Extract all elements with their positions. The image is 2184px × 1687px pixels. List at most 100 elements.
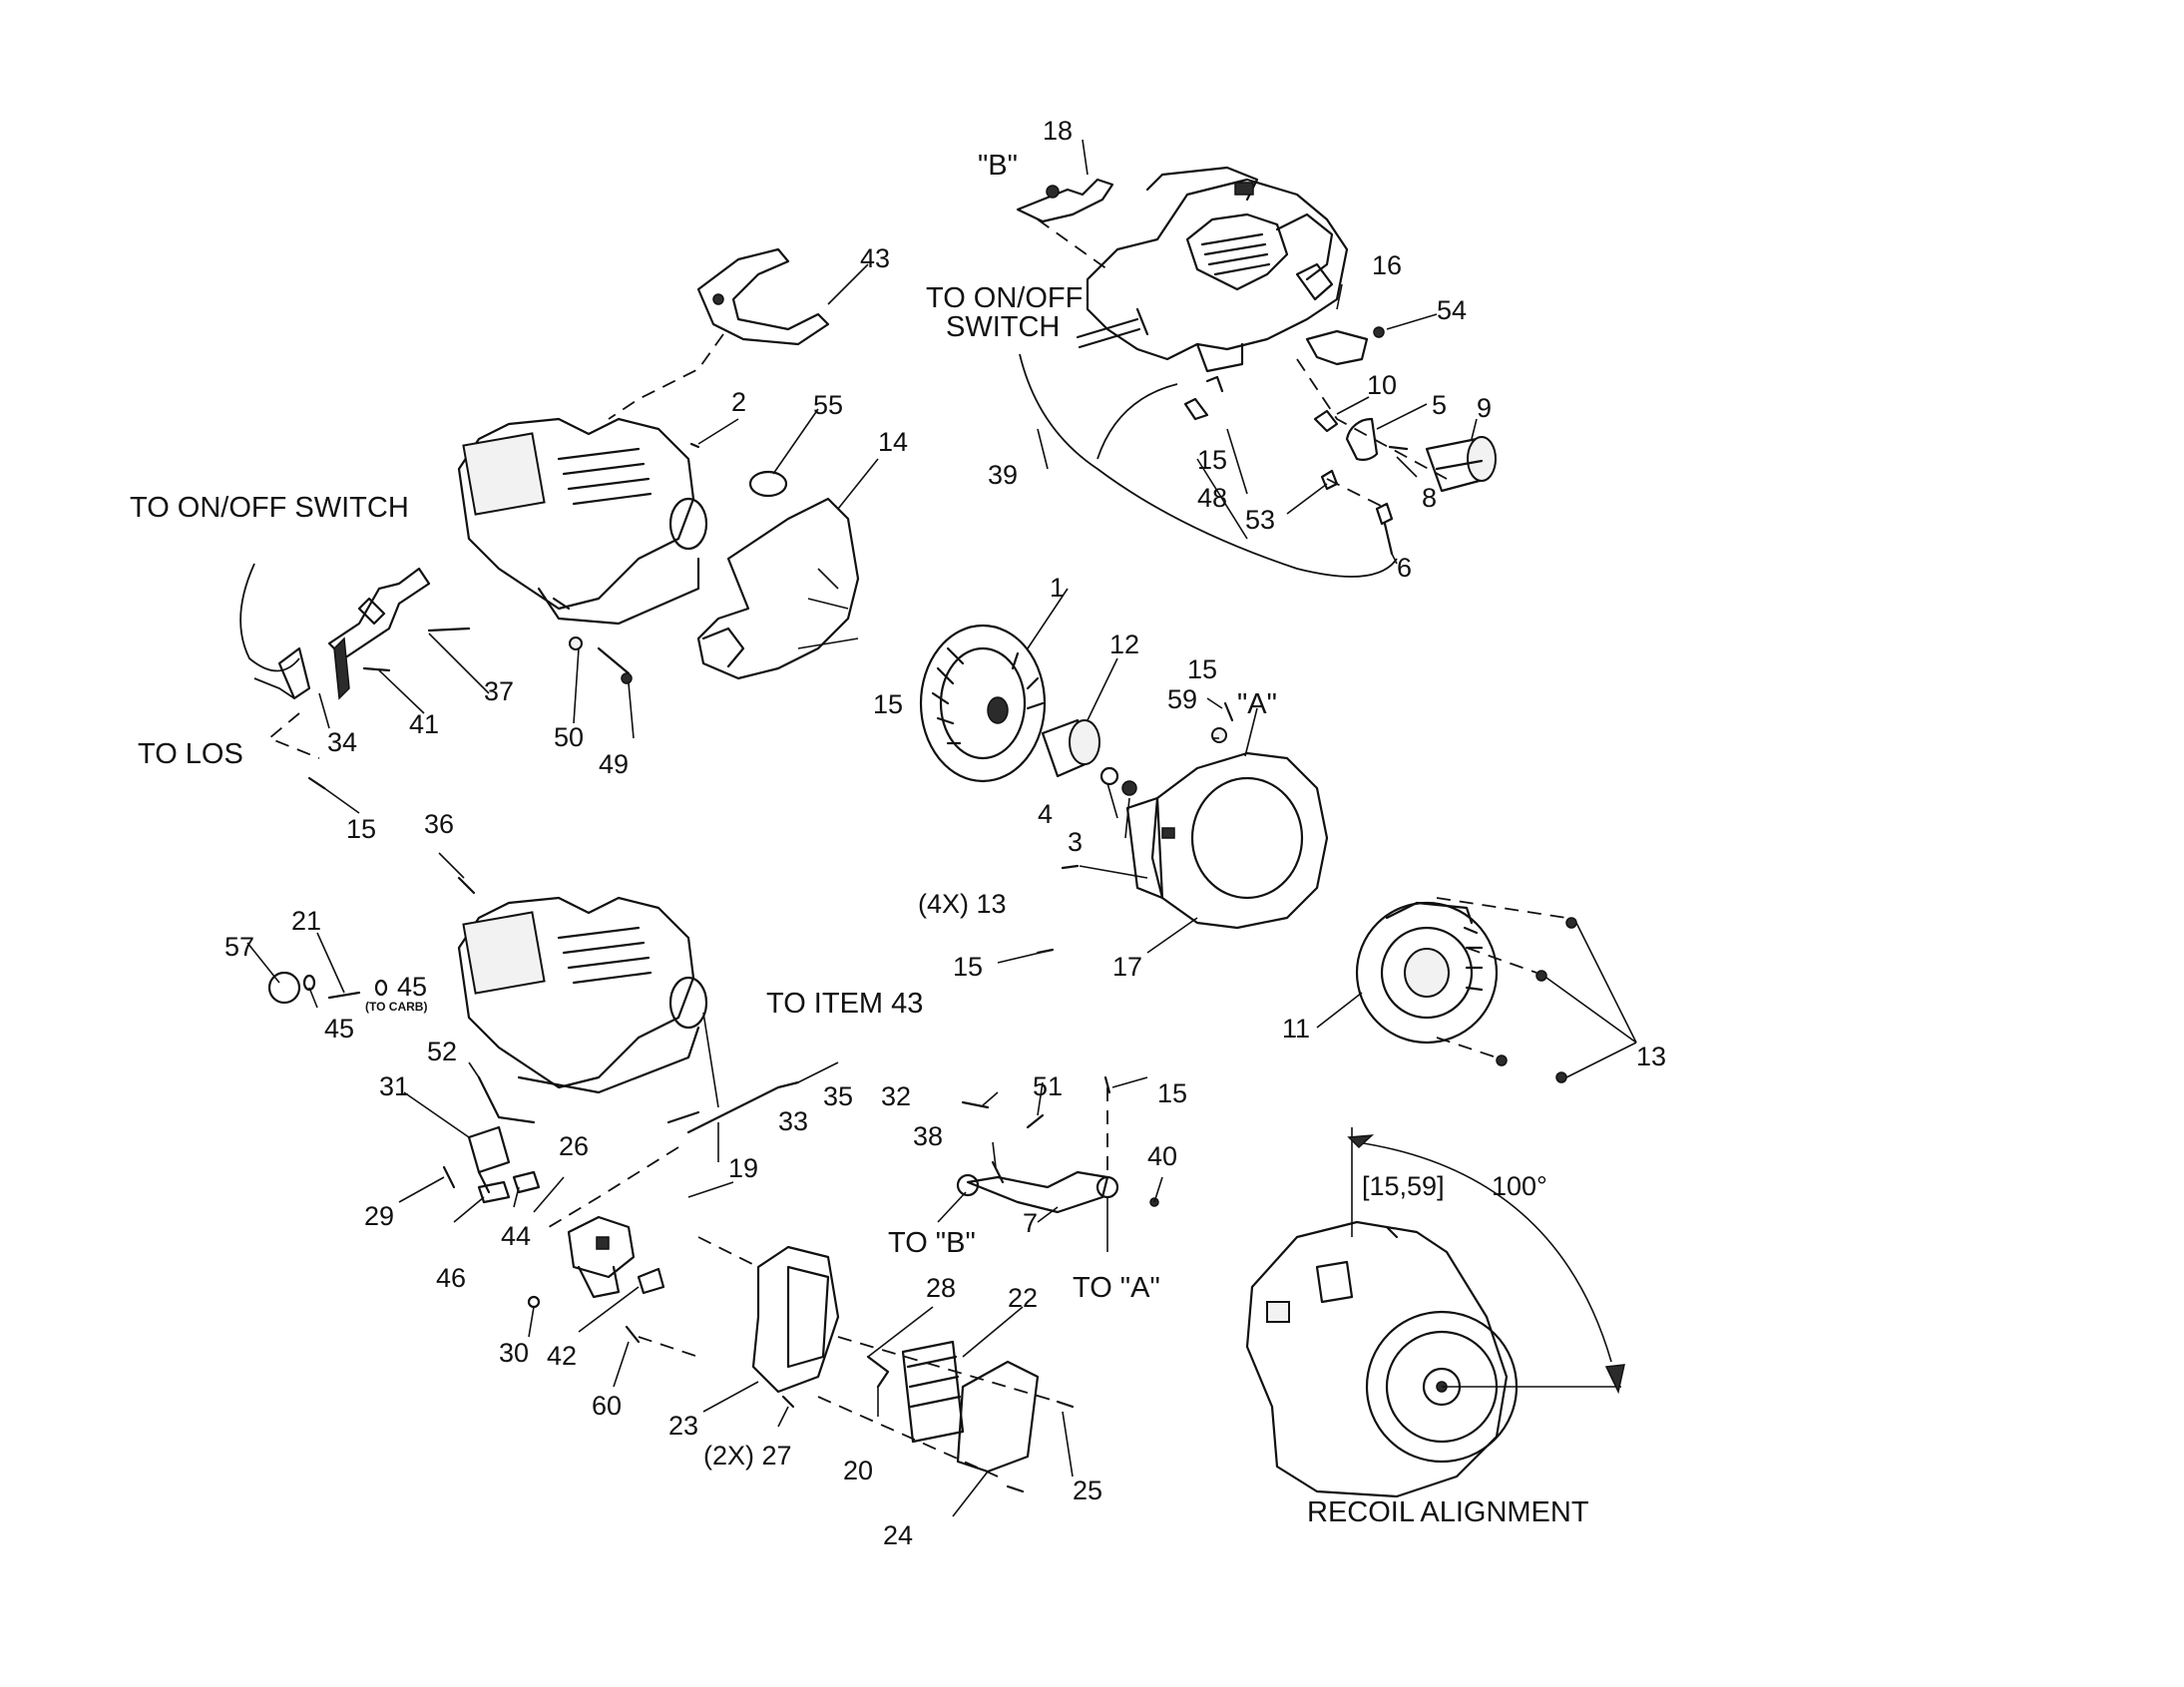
callout-6: 6 [1397,553,1412,583]
part-3-nut [1121,780,1137,796]
wire-onoff-left [239,563,300,672]
callout-14: 14 [878,427,908,457]
callout-4: 4 [1038,799,1053,829]
part-20-clip [866,1355,890,1389]
part-15-screw-left [307,776,326,790]
callout-17: 17 [1112,952,1142,982]
label-to-onoff-switch-left: TO ON/OFF SWITCH [130,492,409,524]
part-54-nut [1373,326,1385,338]
callout-54: 54 [1437,295,1467,325]
label-recoil-alignment: RECOIL ALIGNMENT [1307,1496,1589,1528]
callout-15-shroud: 15 [873,689,903,719]
part-26-gasket [512,1170,541,1194]
callout-15-housing-low: 15 [953,952,983,982]
part-2-pin [689,442,700,449]
part-25-screw [1056,1400,1075,1409]
part-41-screw [362,666,391,672]
part-42-gasket [637,1267,665,1295]
alignment-screw [1385,1225,1399,1239]
callout-36: 36 [424,809,454,839]
callout-39: 39 [988,460,1018,490]
callout-43: 43 [860,243,890,273]
part-21-tube [327,991,361,1000]
part-25-screw-b [1006,1484,1025,1493]
callout-5: 5 [1432,390,1447,420]
part-13-screw [1061,864,1080,870]
callout-9: 9 [1477,393,1492,423]
engine-middle-lower [457,896,708,1094]
part-55-gasket [748,470,788,498]
callout-41: 41 [409,709,439,739]
wire-39 [1019,353,1398,578]
part-7-governor-arm [956,1170,1119,1214]
callout-16: 16 [1372,250,1402,280]
part-57-45-knob [267,971,388,1005]
part-15-screw-top [1183,375,1224,421]
part-9-oil-filter [1425,436,1497,493]
callout-60: 60 [592,1391,622,1421]
part-46-gasket [477,1180,511,1204]
callout-49: 49 [599,749,629,779]
callout-33: 33 [778,1106,808,1136]
part-16-shield [1305,329,1369,366]
callout-12: 12 [1109,630,1139,659]
part-33-spring [666,1110,700,1124]
callout-50: 50 [554,722,584,752]
label-to-a: TO "A" [1073,1272,1160,1304]
part-59-washer [1211,727,1227,743]
callout-45-carb: 45 [397,972,427,1002]
wire-48 [1096,383,1178,460]
callout-45: 45 [324,1014,354,1044]
callout-26: 26 [559,1131,589,1161]
engine-top-right [1076,166,1349,373]
part-24-air-cleaner-cover [956,1360,1040,1474]
callout-15-housing: 15 [1187,654,1217,684]
callout-3: 3 [1068,827,1083,857]
part-37-screw [427,627,471,633]
callout-55: 55 [813,390,843,420]
callout-38: 38 [913,1121,943,1151]
callout-40: 40 [1147,1141,1177,1171]
marker-a: "A" [1237,688,1277,720]
part-12-cup [1041,718,1100,778]
callout-21: 21 [291,906,321,936]
callout-23: 23 [668,1411,698,1441]
label-to-item-43: TO ITEM 43 [766,988,923,1020]
recoil-alignment-detail [1245,1220,1519,1498]
callout-42: 42 [547,1341,577,1371]
part-22-air-filter [901,1340,965,1444]
callout-57: 57 [224,932,254,962]
callout-22: 22 [1008,1283,1038,1313]
callout-35: 35 [823,1081,853,1111]
part-38-screw [991,1160,1005,1184]
callout-52: 52 [427,1037,457,1066]
part-23-air-cleaner-base [751,1245,840,1394]
label-to-onoff-top-2: SWITCH [946,311,1060,343]
label-ref-15-59: [15,59] [1362,1171,1445,1201]
callout-15-ignition: 15 [346,814,376,844]
callout-19: 19 [728,1153,758,1183]
callout-10: 10 [1367,370,1397,400]
part-29-screw [442,1165,456,1189]
callout-28: 28 [926,1273,956,1303]
part-19-carburetor [567,1215,636,1299]
callout-7: 7 [1023,1208,1038,1238]
part-30-nut [527,1295,541,1309]
label-to-b: TO "B" [888,1227,976,1259]
part-17-blower-housing [1125,751,1329,930]
part-14-shroud [696,497,860,680]
callout-37: 37 [484,676,514,706]
part-43-bracket [696,247,830,346]
part-51-rod [1026,1113,1045,1129]
callout-27-2x: (2X) 27 [703,1441,792,1471]
callout-13-4x: (4X) 13 [918,889,1007,919]
callout-18: 18 [1043,116,1073,146]
marker-b: "B" [978,150,1018,182]
part-35-cable [686,1080,800,1134]
part-1-flywheel [919,624,1047,783]
callout-29: 29 [364,1201,394,1231]
callout-11: 11 [1282,1014,1310,1044]
part-15-screw-mid [1223,701,1234,722]
callout-13: 13 [1636,1042,1666,1071]
label-to-carb: (TO CARB) [365,1000,427,1014]
